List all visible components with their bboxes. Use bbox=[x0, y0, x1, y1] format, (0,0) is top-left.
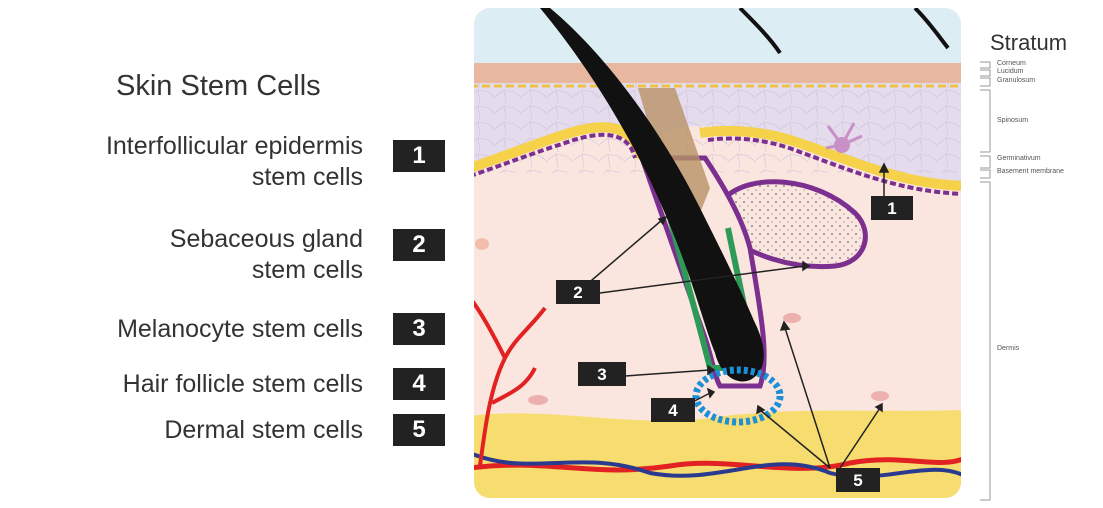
dermal-stem-cell-1 bbox=[783, 313, 801, 323]
legend-badge-5: 5 bbox=[393, 414, 445, 446]
skin-cross-section: 1 2 3 4 5 bbox=[470, 8, 965, 500]
marker-3: 3 bbox=[578, 362, 626, 386]
stratum-layer-dermis: Dermis bbox=[997, 345, 1019, 352]
stratum-brackets bbox=[960, 60, 1000, 505]
legend-badge-1: 1 bbox=[393, 140, 445, 172]
stratum-layer-corneum: Corneum bbox=[997, 60, 1026, 67]
fat-layer bbox=[470, 410, 965, 500]
legend-label-3: Melanocyte stem cells bbox=[117, 314, 363, 345]
dermal-stem-cell-4 bbox=[475, 238, 489, 250]
dermal-stem-cell-3 bbox=[528, 395, 548, 405]
marker-1: 1 bbox=[871, 196, 913, 220]
stratum-layer-basement-membrane: Basement membrane bbox=[997, 168, 1064, 175]
diagram-title: Skin Stem Cells bbox=[116, 70, 321, 103]
svg-text:5: 5 bbox=[853, 471, 862, 490]
dermal-stem-cell-2 bbox=[871, 391, 889, 401]
corneum-layer bbox=[470, 63, 965, 83]
legend-label-5: Dermal stem cells bbox=[164, 415, 363, 446]
stratum-layer-lucidum: Lucidum bbox=[997, 68, 1023, 75]
svg-text:2: 2 bbox=[573, 283, 582, 302]
sky-layer bbox=[470, 8, 965, 66]
stratum-layer-spinosum: Spinosum bbox=[997, 117, 1028, 124]
svg-text:1: 1 bbox=[887, 199, 896, 218]
svg-text:4: 4 bbox=[668, 401, 678, 420]
legend-badge-2: 2 bbox=[393, 229, 445, 261]
stratum-title: Stratum bbox=[990, 30, 1067, 56]
legend-badge-4: 4 bbox=[393, 368, 445, 400]
marker-2: 2 bbox=[556, 280, 600, 304]
marker-5: 5 bbox=[836, 468, 880, 492]
legend-badge-3: 3 bbox=[393, 313, 445, 345]
stratum-layer-germinativum: Germinativum bbox=[997, 155, 1041, 162]
legend-label-4: Hair follicle stem cells bbox=[123, 369, 363, 400]
stratum-layer-granulosum: Granulosum bbox=[997, 77, 1035, 84]
marker-4: 4 bbox=[651, 398, 695, 422]
svg-text:3: 3 bbox=[597, 365, 606, 384]
